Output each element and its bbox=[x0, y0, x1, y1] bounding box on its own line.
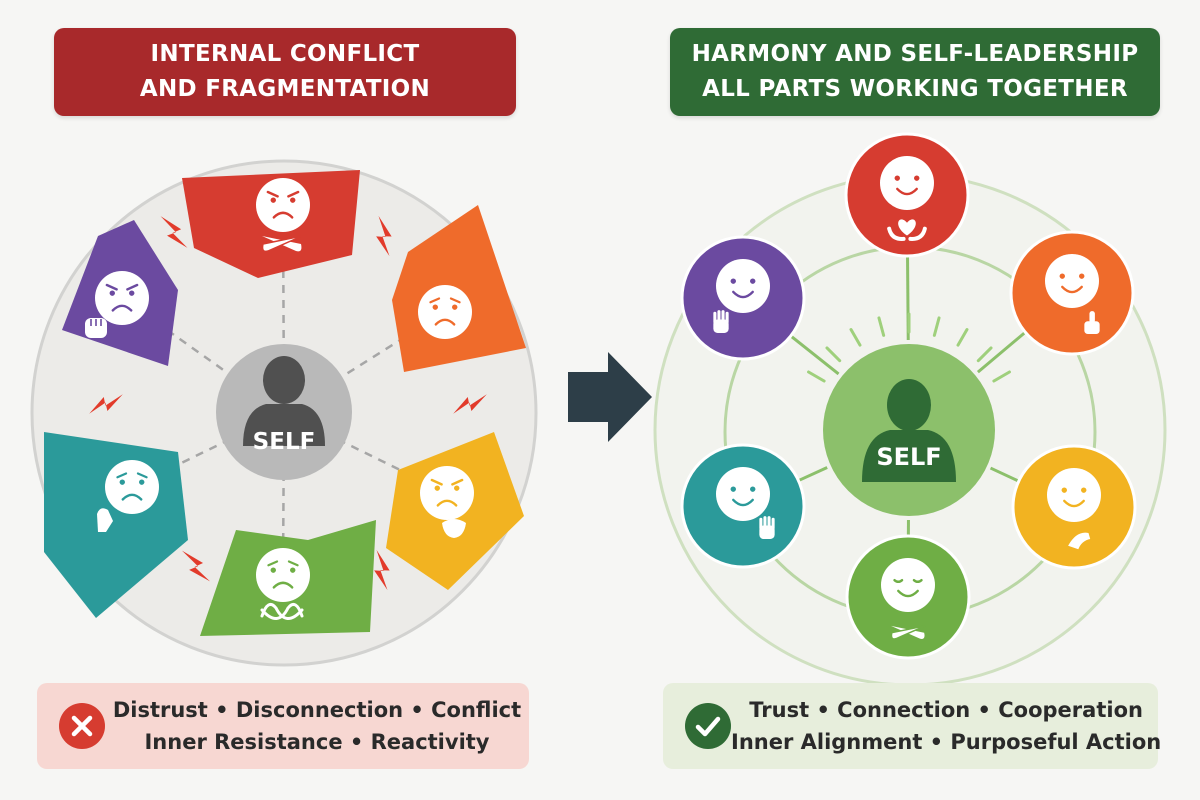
solid-connector bbox=[798, 466, 828, 482]
conflict-part-top bbox=[182, 170, 360, 278]
smile-face-icon bbox=[1047, 468, 1101, 522]
conflict-summary-box: Distrust • Disconnection • Conflict Inne… bbox=[37, 683, 529, 769]
person-silhouette-icon bbox=[243, 356, 325, 446]
harmony-part-upper-right bbox=[1009, 230, 1135, 356]
conflict-title-line-2: AND FRAGMENTATION bbox=[139, 76, 431, 102]
self-node-conflict: SELF bbox=[216, 344, 352, 480]
harmony-part-top bbox=[844, 132, 970, 258]
harmony-part-lower-right bbox=[1011, 444, 1137, 570]
self-label-conflict: SELF bbox=[253, 429, 316, 455]
smile-face-icon bbox=[1045, 254, 1099, 308]
conflict-summary-line-2: Inner Resistance • Reactivity bbox=[144, 730, 490, 754]
x-icon bbox=[59, 703, 105, 749]
worried-face-icon bbox=[105, 460, 159, 514]
solid-connector bbox=[976, 331, 1026, 374]
harmony-summary-line-1: Trust • Connection • Cooperation bbox=[749, 698, 1143, 722]
conflict-diagram: SELF bbox=[30, 159, 538, 667]
smile-face-icon bbox=[716, 259, 770, 313]
harmony-summary-line-2: Inner Alignment • Purposeful Action bbox=[731, 730, 1162, 754]
arms-crossed-icon bbox=[890, 625, 926, 640]
glow-rays bbox=[807, 312, 1011, 383]
conflict-title-banner: INTERNAL CONFLICT AND FRAGMENTATION bbox=[54, 28, 516, 116]
conflict-part-lower-left bbox=[44, 432, 188, 618]
arrow-right-icon bbox=[568, 352, 652, 442]
self-node-harmony: SELF bbox=[807, 312, 1011, 516]
tangled-arms-icon bbox=[260, 602, 304, 620]
harmony-summary-text: Trust • Connection • Cooperation Inner A… bbox=[731, 694, 1161, 758]
check-icon bbox=[685, 703, 731, 749]
harmony-title-line-1: HARMONY AND SELF-LEADERSHIP bbox=[691, 41, 1139, 67]
conflict-part-upper-right bbox=[392, 205, 526, 372]
thumbs-up-icon bbox=[1084, 311, 1100, 335]
hand-on-face-icon bbox=[97, 508, 113, 532]
heart-hands-icon bbox=[887, 219, 927, 241]
harmony-part-bottom bbox=[845, 534, 971, 660]
conflict-parts bbox=[44, 170, 526, 636]
smile-face-icon bbox=[716, 467, 770, 521]
harmony-part-lower-left bbox=[680, 443, 806, 569]
solid-connector bbox=[790, 335, 840, 376]
chin-hand-icon bbox=[442, 519, 466, 538]
lightning-bolt-icon bbox=[374, 549, 390, 591]
harmony-diagram: SELF bbox=[653, 132, 1167, 687]
conflict-title-line-1: INTERNAL CONFLICT bbox=[150, 41, 420, 67]
self-label-harmony: SELF bbox=[876, 443, 941, 471]
angry-face-icon bbox=[420, 466, 474, 520]
conflict-summary-line-1: Distrust • Disconnection • Conflict bbox=[112, 698, 522, 722]
calm-face-icon bbox=[881, 558, 935, 612]
lightning-bolt-icon bbox=[376, 215, 392, 257]
wave-icon bbox=[759, 516, 775, 540]
raised-hand-icon bbox=[713, 310, 729, 334]
conflict-part-bottom bbox=[200, 520, 376, 636]
hand-on-chest-icon bbox=[1068, 532, 1091, 550]
conflict-summary-text: Distrust • Disconnection • Conflict Inne… bbox=[105, 694, 529, 758]
smile-face-icon bbox=[880, 156, 934, 210]
fist-icon bbox=[85, 318, 107, 338]
angry-face-icon bbox=[256, 178, 310, 232]
sad-face-icon bbox=[418, 285, 472, 339]
harmony-part-upper-left bbox=[680, 235, 806, 361]
lightning-bolts bbox=[89, 215, 487, 591]
harmony-summary-box: Trust • Connection • Cooperation Inner A… bbox=[663, 683, 1161, 769]
person-silhouette-icon bbox=[862, 379, 956, 482]
arms-crossed-icon bbox=[261, 235, 303, 253]
sad-face-icon bbox=[256, 548, 310, 602]
harmony-parts bbox=[680, 132, 1137, 660]
harmony-title-banner: HARMONY AND SELF-LEADERSHIP ALL PARTS WO… bbox=[670, 28, 1160, 116]
conflict-part-lower-right bbox=[386, 432, 524, 590]
conflict-part-upper-left bbox=[62, 220, 178, 366]
solid-connector bbox=[989, 466, 1019, 483]
angry-face-icon bbox=[95, 271, 149, 325]
harmony-title-line-2: ALL PARTS WORKING TOGETHER bbox=[702, 76, 1128, 102]
